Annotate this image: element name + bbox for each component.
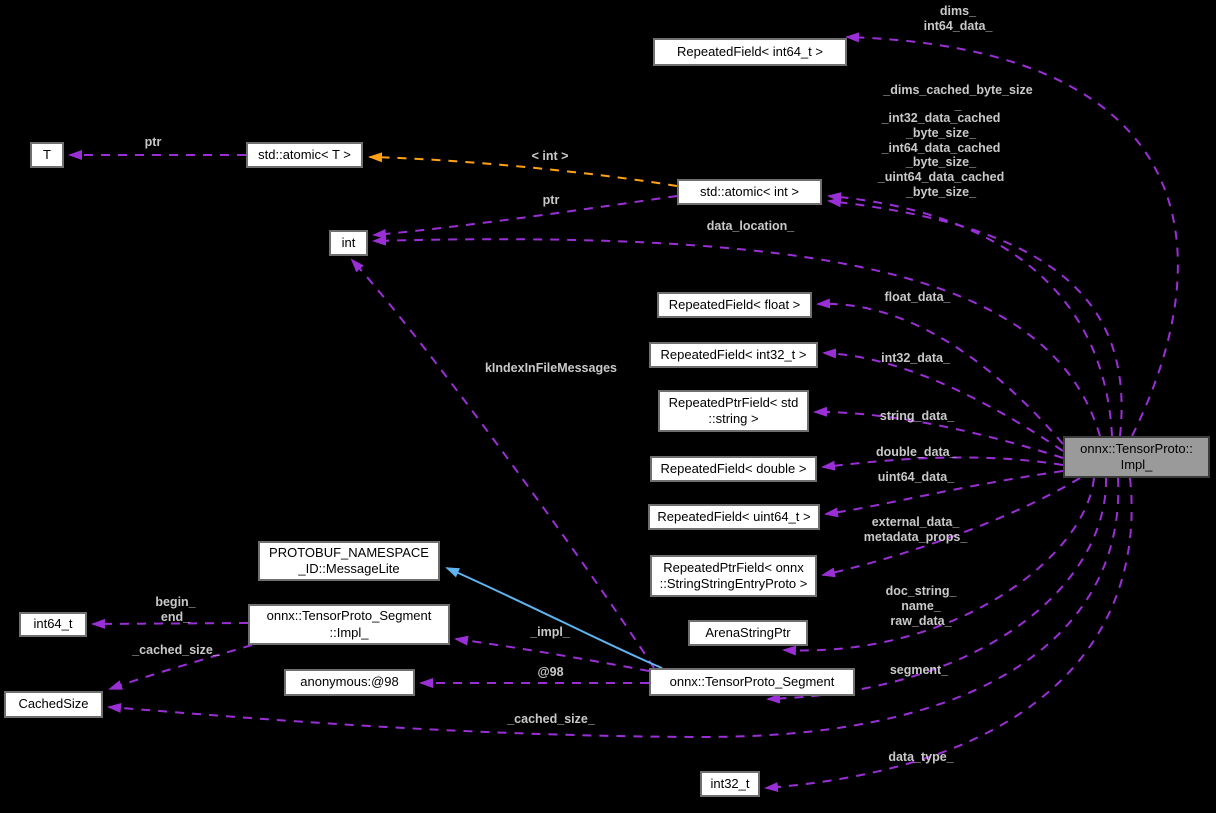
node-arena-string-ptr[interactable]: ArenaStringPtr <box>688 620 808 646</box>
node-int32-t[interactable]: int32_t <box>700 771 760 797</box>
edge-doc-string-name-raw-data <box>782 477 1095 656</box>
edge-label-ptr-int: ptr <box>542 193 560 207</box>
edge-label-float-data: float_data_ <box>884 290 951 304</box>
edge-label-k-index-in-file-messages: kIndexInFileMessages <box>484 361 617 375</box>
node-repeated-field-int32[interactable]: RepeatedField< int32_t > <box>649 342 818 368</box>
node-cached-size[interactable]: CachedSize <box>4 691 103 718</box>
node-anonymous-98[interactable]: anonymous:@98 <box>284 669 415 696</box>
edge-label-double-data: double_data_ <box>876 445 957 459</box>
edge-label-string-data: string_data_ <box>879 409 955 423</box>
node-int[interactable]: int <box>329 230 368 256</box>
edge-label-begin-end: begin_ end_ <box>155 595 196 624</box>
edge-float-data <box>816 298 1064 445</box>
edge-dims-int64-data <box>845 32 1179 437</box>
edge-string-data <box>813 406 1064 459</box>
edge-label-dims-int64-data: dims_ int64_data_ <box>923 4 993 33</box>
edge-label-int-caches-byte-size: _int32_data_cached _byte_size_ _int64_da… <box>877 111 1005 199</box>
edge-external-data-metadata-props <box>821 477 1081 578</box>
edge-label-data-location: data_location_ <box>706 219 795 233</box>
edge-int32-data <box>822 348 1064 452</box>
edge-label-int32-data: int32_data_ <box>881 351 950 365</box>
edge-label-dims-cached-byte-size: _dims_cached_byte_size _ <box>883 83 1033 112</box>
node-repeated-field-uint64[interactable]: RepeatedField< uint64_t > <box>648 504 820 530</box>
node-repeated-field-double[interactable]: RepeatedField< double > <box>650 456 817 482</box>
node-tensor-proto-segment-impl[interactable]: onnx::TensorProto_Segment ::Impl_ <box>248 604 450 645</box>
edge-label-cached-size-main: _cached_size_ <box>507 712 595 726</box>
edge-ptr-int <box>372 195 678 239</box>
edge-label-data-type: data_type_ <box>888 750 954 764</box>
edge-label-cached-size-segment: _cached_size_ <box>132 643 220 657</box>
node-repeated-field-int64[interactable]: RepeatedField< int64_t > <box>653 38 847 66</box>
edge-label-ptr-t: ptr <box>144 135 162 149</box>
edge-cached-size-main <box>107 477 1120 739</box>
edge-label-uint64-data: uint64_data_ <box>877 470 955 484</box>
edge-template-instantiation-int <box>368 152 678 187</box>
edge-uint64-data <box>824 470 1064 518</box>
edge-label-template-int: < int > <box>531 149 569 163</box>
edge-double-data <box>821 456 1064 471</box>
node-repeated-ptr-field-string-string-entry-proto[interactable]: RepeatedPtrField< onnx ::StringStringEnt… <box>650 555 817 597</box>
edge-label-impl: _impl_ <box>530 625 570 639</box>
node-std-atomic-t[interactable]: std::atomic< T > <box>246 142 363 168</box>
edge-begin-end <box>91 618 249 629</box>
edge-dims-cached-byte-size <box>827 192 1113 437</box>
edge-inheritance-message-lite <box>445 567 663 669</box>
node-protobuf-namespace-id-message-lite[interactable]: PROTOBUF_NAMESPACE _ID::MessageLite <box>258 541 440 581</box>
node-repeated-ptr-field-std-string[interactable]: RepeatedPtrField< std ::string > <box>658 390 809 432</box>
node-tensor-proto-segment[interactable]: onnx::TensorProto_Segment <box>649 668 855 696</box>
edge-label-doc-string-name-raw-data: doc_string_ name_ raw_data_ <box>885 584 957 628</box>
edge-label-segment: segment_ <box>889 663 949 677</box>
node-int64-t[interactable]: int64_t <box>19 612 87 637</box>
edge-cached-size-segment <box>108 644 253 690</box>
edge-int-caches-byte-size <box>827 197 1123 437</box>
node-std-atomic-int[interactable]: std::atomic< int > <box>677 179 822 205</box>
edge-label-at98: @98 <box>537 665 564 679</box>
node-tensor-proto-impl-main[interactable]: onnx::TensorProto:: Impl_ <box>1063 436 1210 478</box>
edge-label-external-data-metadata-props: external_data_ metadata_props_ <box>863 515 968 544</box>
node-t[interactable]: T <box>30 142 64 168</box>
edge-data-type <box>764 477 1133 793</box>
node-repeated-field-float[interactable]: RepeatedField< float > <box>657 292 812 318</box>
edge-impl <box>454 635 650 672</box>
